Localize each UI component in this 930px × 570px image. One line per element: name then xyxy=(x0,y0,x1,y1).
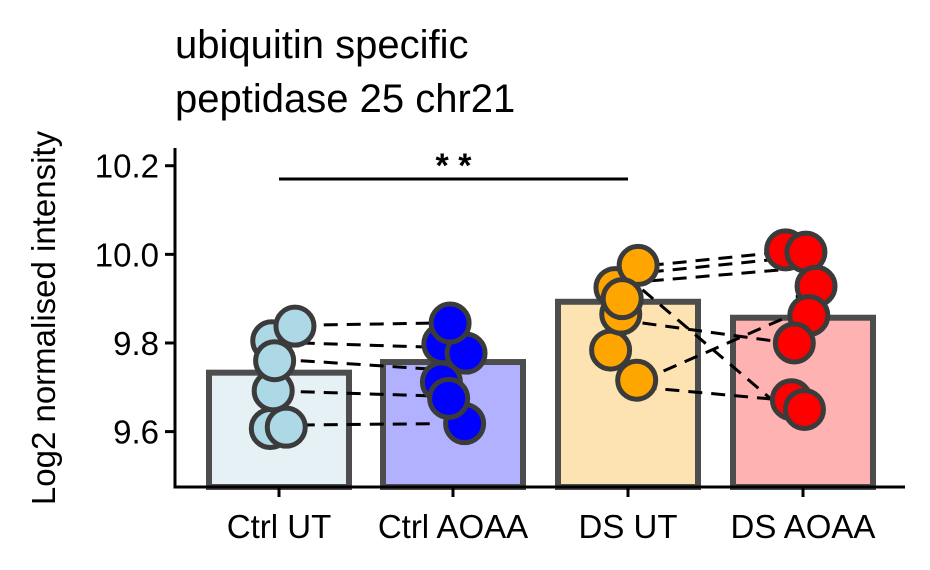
chart-title-line-2: peptidase 25 chr21 xyxy=(175,77,515,121)
paired-line-5 xyxy=(649,250,782,267)
paired-line-4 xyxy=(300,321,439,327)
y-tick-label-3: 10.2 xyxy=(95,148,159,185)
paired-line-10 xyxy=(641,315,790,382)
points-layer xyxy=(248,228,838,451)
x-tick-label-1: Ctrl AOAA xyxy=(378,508,528,545)
paired-line-11 xyxy=(642,385,789,403)
paired-line-8 xyxy=(641,288,790,416)
x-tick-label-3: DS AOAA xyxy=(731,508,876,545)
point-1-4 xyxy=(427,376,471,420)
paired-line-7 xyxy=(649,268,782,283)
paired-line-6 xyxy=(649,257,782,274)
point-2-5 xyxy=(600,277,644,321)
chart-title: ubiquitin specific peptidase 25 chr21 xyxy=(175,23,515,121)
x-tick-label-2: DS UT xyxy=(579,508,678,545)
point-3-4 xyxy=(772,321,816,365)
y-tick-label-1: 9.8 xyxy=(113,325,159,362)
point-0-3 xyxy=(273,304,317,348)
paired-line-9 xyxy=(642,321,789,345)
significance-label: * * xyxy=(436,147,473,185)
significance-layer: * * xyxy=(279,147,628,185)
y-tick-label-2: 10.0 xyxy=(95,236,159,273)
y-axis-title: Log2 normalised intensity xyxy=(25,130,62,505)
point-0-5 xyxy=(253,339,297,383)
point-1-5 xyxy=(428,301,472,345)
paired-line-2 xyxy=(300,359,439,372)
point-3-6 xyxy=(782,387,826,431)
paired-line-3 xyxy=(300,341,439,349)
chart-title-line-1: ubiquitin specific xyxy=(175,23,469,67)
x-tick-label-0: Ctrl UT xyxy=(227,508,331,545)
point-0-4 xyxy=(264,405,308,449)
y-tick-label-0: 9.6 xyxy=(113,414,159,451)
point-2-4 xyxy=(615,358,659,402)
